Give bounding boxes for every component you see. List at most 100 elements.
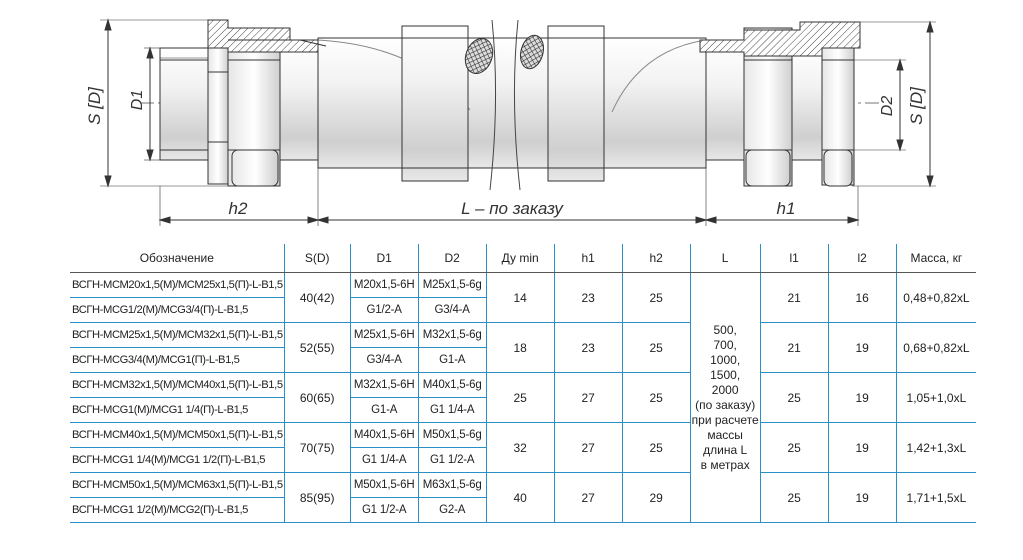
cell-d2: М63х1,5-6g (417, 472, 487, 498)
cell-d1: М25х1,5-6Н (349, 322, 419, 348)
cell-h2: 25 (621, 372, 691, 423)
cell-du: 14 (485, 272, 555, 323)
cell-l2: 19 (827, 372, 897, 423)
cell-s: 85(95) (283, 472, 351, 523)
cell-d2: М50х1,5-6g (417, 422, 487, 448)
cell-l1: 21 (759, 272, 829, 323)
l-note-line: 700, (713, 337, 737, 352)
cell-du: 40 (485, 472, 555, 523)
l-note-line: (по заказу) (695, 397, 756, 412)
cell-d1: G1 1/2-A (349, 497, 419, 523)
cell-d1: М50х1,5-6Н (349, 472, 419, 498)
cell-s: 70(75) (283, 422, 351, 473)
cell-designation: ВСГН-МСМ25х1,5(М)/МСМ32х1,5(П)-L-В1,5 (70, 322, 285, 348)
cell-l-note: 500, 700, 1000, 1500, 2000 (по заказу) п… (689, 272, 761, 523)
cell-s: 40(42) (283, 272, 351, 323)
cell-du: 25 (485, 372, 555, 423)
cell-h2: 29 (621, 472, 691, 523)
table-row: ВСГН-МСG1(М)/МСG1 1/4(П)-L-В1,5 G1-A G1 … (70, 397, 976, 423)
cell-designation: ВСГН-МСG1(М)/МСG1 1/4(П)-L-В1,5 (70, 397, 285, 423)
cell-designation: ВСГН-МСG1/2(М)/МСG3/4(П)-L-В1,5 (70, 297, 285, 323)
cell-mass: 0,48+0,82хL (895, 272, 977, 323)
cell-d1: М32х1,5-6Н (349, 372, 419, 398)
cell-d2: М40х1,5-6g (417, 372, 487, 398)
cell-l2: 19 (827, 472, 897, 523)
table-row: ВСГН-МСМ50х1,5(М)/МСМ63х1,5(П)-L-В1,5 85… (70, 472, 977, 523)
dim-l-label: L – по заказу (461, 199, 564, 218)
cell-designation: ВСГН-МСМ20х1,5(М)/МСМ25х1,5(П)-L-В1,5 (70, 272, 285, 298)
table-header-row: Обозначение S(D) D1 D2 Ду min h1 h2 L l1… (70, 244, 977, 273)
cell-s: 52(55) (283, 322, 351, 373)
specification-table: Обозначение S(D) D1 D2 Ду min h1 h2 L l1… (70, 244, 977, 523)
header-d2: D2 (417, 244, 487, 273)
l-note-line: 2000 (711, 382, 739, 397)
dim-h2-label: h2 (229, 199, 248, 218)
l-note-line: 1500, (710, 367, 741, 382)
cell-h2: 25 (621, 322, 691, 373)
cell-d2: М25х1,5-6g (417, 272, 487, 298)
header-s: S(D) (283, 244, 351, 273)
dim-h1-label: h1 (777, 199, 796, 218)
cell-du: 32 (485, 422, 555, 473)
cell-designation: ВСГН-МСМ32х1,5(М)/МСМ40х1,5(П)-L-В1,5 (70, 372, 285, 398)
header-d1: D1 (349, 244, 419, 273)
cell-l1: 25 (759, 372, 829, 423)
cell-d1: G1/2-A (349, 297, 419, 323)
header-l2: l2 (827, 244, 897, 273)
cell-s: 60(65) (283, 372, 351, 423)
cell-d2: G1 1/2-A (417, 447, 487, 473)
cell-designation: ВСГН-МСG3/4(М)/МСG1(П)-L-В1,5 (70, 347, 285, 373)
cell-l2: 16 (827, 272, 897, 323)
table-row: ВСГН-МСG1/2(М)/МСG3/4(П)-L-В1,5 G1/2-A G… (70, 297, 976, 323)
cell-d1: М40х1,5-6Н (349, 422, 419, 448)
cell-l1: 25 (759, 422, 829, 473)
cell-d2: М32х1,5-6g (417, 322, 487, 348)
dim-d1-label: D1 (129, 90, 146, 110)
header-h2: h2 (621, 244, 691, 273)
cell-d1: G3/4-A (349, 347, 419, 373)
table-row: ВСГН-МСМ32х1,5(М)/МСМ40х1,5(П)-L-В1,5 60… (70, 372, 977, 423)
table-row: ВСГН-МСG3/4(М)/МСG1(П)-L-В1,5 G3/4-A G1-… (70, 347, 976, 373)
cell-mass: 1,71+1,5хL (895, 472, 977, 523)
table-row: ВСГН-МСG1 1/2(М)/МСG2(П)-L-В1,5 G1 1/2-A… (70, 497, 976, 523)
header-mass: Масса, кг (895, 244, 977, 273)
header-du: Ду min (485, 244, 555, 273)
cell-l1: 21 (759, 322, 829, 373)
table-row: ВСГН-МСМ25х1,5(М)/МСМ32х1,5(П)-L-В1,5 52… (70, 322, 977, 373)
header-h1: h1 (553, 244, 623, 273)
cell-mass: 1,42+1,3хL (895, 422, 977, 473)
cell-mass: 0,68+0,82хL (895, 322, 977, 373)
cell-l1: 25 (759, 472, 829, 523)
header-l: L (689, 244, 761, 273)
dim-s-left-label: S [D] (85, 86, 104, 125)
cell-h1: 23 (553, 272, 623, 323)
cell-h2: 25 (621, 272, 691, 323)
fitting-assembly-drawing: S [D] D1 D2 S [D] h2 L – по заказу h1 (85, 18, 936, 226)
cell-l2: 19 (827, 422, 897, 473)
cell-d1: G1-A (349, 397, 419, 423)
cell-d1: М20х1,5-6Н (349, 272, 419, 298)
cell-d1: G1 1/4-A (349, 447, 419, 473)
cell-designation: ВСГН-МСG1 1/4(М)/МСG1 1/2(П)-L-В1,5 (70, 447, 285, 473)
cell-l2: 19 (827, 322, 897, 373)
table-row: ВСГН-МСМ20х1,5(М)/МСМ25х1,5(П)-L-В1,5 40… (70, 272, 977, 523)
cell-mass: 1,05+1,0хL (895, 372, 977, 423)
header-l1: l1 (759, 244, 829, 273)
l-note-line: массы (707, 427, 743, 442)
cell-h2: 25 (621, 422, 691, 473)
l-note-line: 500, (713, 322, 737, 337)
cell-designation: ВСГН-МСМ40х1,5(М)/МСМ50х1,5(П)-L-В1,5 (70, 422, 285, 448)
l-note-line: длина L (703, 442, 748, 457)
dim-s-right-label: S [D] (907, 86, 926, 125)
cell-d2: G1-A (417, 347, 487, 373)
table-row: ВСГН-МСG1 1/4(М)/МСG1 1/2(П)-L-В1,5 G1 1… (70, 447, 976, 473)
dim-d2-label: D2 (879, 96, 896, 117)
table-row: ВСГН-МСМ40х1,5(М)/МСМ50х1,5(П)-L-В1,5 70… (70, 422, 977, 473)
cell-d2: G1 1/4-A (417, 397, 487, 423)
l-note-line: при расчете (691, 412, 759, 427)
l-note-line: в метрах (700, 457, 750, 472)
cell-du: 18 (485, 322, 555, 373)
cell-d2: G2-A (417, 497, 487, 523)
cell-d2: G3/4-A (417, 297, 487, 323)
cell-h1: 27 (553, 372, 623, 423)
